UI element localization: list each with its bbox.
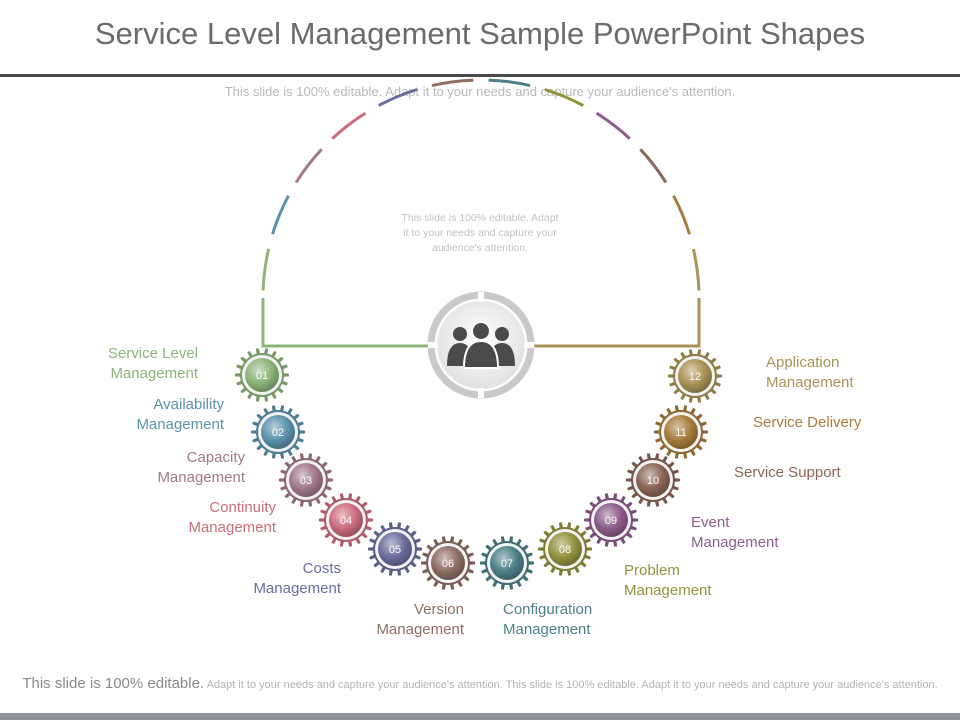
arc-segments (261, 78, 701, 348)
item-label-line1: Continuity (209, 499, 276, 516)
arc-segment-03 (294, 148, 323, 184)
item-label-line1: Event (691, 514, 730, 531)
gear-number: 11 (675, 427, 686, 439)
gear-core (548, 532, 582, 566)
gear-09: 09 (584, 493, 638, 547)
item-label-line2: Management (188, 519, 276, 536)
item-label-line1: Problem (624, 562, 680, 579)
item-label-line1: Configuration (503, 601, 593, 618)
gear-core (329, 503, 363, 537)
item-label-line1: Version (413, 601, 464, 618)
item-label-line2: Management (110, 365, 198, 382)
item-label-11: Service Delivery (753, 413, 861, 433)
item-label-line2: Management (253, 580, 341, 597)
gear-04: 04 (319, 493, 373, 547)
title-divider (0, 74, 960, 77)
gear-number: 06 (442, 558, 454, 570)
gear-core (245, 358, 279, 392)
gear-06: 06 (421, 536, 475, 590)
gear-core (378, 532, 412, 566)
footer-note: This slide is 100% editable. Adapt it to… (20, 676, 940, 693)
gear-12: 12 (668, 349, 722, 403)
gear-number: 01 (256, 370, 268, 382)
item-label-line2: Management (503, 621, 591, 638)
item-label-line1: Service Level (107, 345, 198, 362)
item-label-line2: Management (624, 582, 712, 599)
arc-connector-left (261, 298, 428, 348)
arc-segment-11 (672, 194, 691, 235)
gear-core (289, 463, 323, 497)
gear-chain: 01 02 03 04 05 06 07 08 09 10 11 12 (235, 348, 722, 590)
bottom-bar (0, 713, 960, 720)
gear-core (664, 415, 698, 449)
arc-connector-right (534, 298, 701, 348)
arc-segment-04 (331, 111, 367, 140)
gear-05: 05 (368, 522, 422, 576)
arc-segment-09 (595, 111, 631, 140)
gear-core (490, 546, 524, 580)
item-label-line1: Costs (302, 560, 341, 577)
slide-title: Service Level Management Sample PowerPoi… (94, 16, 866, 51)
footer-rest: Adapt it to your needs and capture your … (206, 679, 938, 691)
item-label-line2: Management (136, 416, 224, 433)
people-group-icon (447, 321, 515, 369)
item-label-10: Service Support (734, 463, 841, 483)
item-label-line1: Service Support (734, 464, 841, 481)
gear-core (678, 359, 712, 393)
arc-segment-10 (639, 148, 668, 184)
item-label-line1: Service Delivery (753, 414, 862, 431)
gear-11: 11 (654, 405, 708, 459)
arc-segment-12 (691, 248, 701, 291)
arc-segment-07 (488, 78, 531, 88)
gear-07: 07 (480, 536, 534, 590)
gear-core (261, 415, 295, 449)
gear-number: 03 (300, 475, 312, 487)
item-label-line1: Capacity (186, 449, 245, 466)
gear-number: 08 (559, 544, 571, 556)
item-label-line2: Management (376, 621, 464, 638)
item-label-line2: Management (157, 469, 245, 486)
gear-number: 09 (605, 515, 617, 527)
item-label-line1: Application (766, 354, 840, 371)
center-note: This slide is 100% editable. Adapt it to… (401, 212, 559, 254)
item-label-line1: Availability (153, 396, 224, 413)
gear-01: 01 (235, 348, 289, 402)
gear-number: 07 (501, 558, 513, 570)
gear-number: 10 (647, 475, 659, 487)
gear-number: 05 (389, 544, 401, 556)
gear-core (636, 463, 670, 497)
gear-02: 02 (251, 405, 305, 459)
gear-03: 03 (279, 453, 333, 507)
footer-lead: This slide is 100% editable. (22, 675, 205, 692)
center-hub (427, 291, 535, 399)
gear-number: 02 (272, 427, 284, 439)
arc-segment-08 (544, 88, 585, 107)
arc-segment-01 (261, 248, 271, 291)
gear-core (594, 503, 628, 537)
gear-08: 08 (538, 522, 592, 576)
gear-core (431, 546, 465, 580)
arc-segment-02 (271, 194, 290, 235)
gear-10: 10 (626, 453, 680, 507)
gear-number: 12 (689, 371, 701, 383)
item-label-line2: Management (691, 534, 779, 551)
arc-segment-05 (377, 88, 418, 107)
arc-segment-06 (431, 78, 474, 88)
item-label-line2: Management (766, 374, 854, 391)
slide-subtitle: This slide is 100% editable. Adapt it to… (224, 84, 736, 99)
gear-number: 04 (340, 515, 352, 527)
